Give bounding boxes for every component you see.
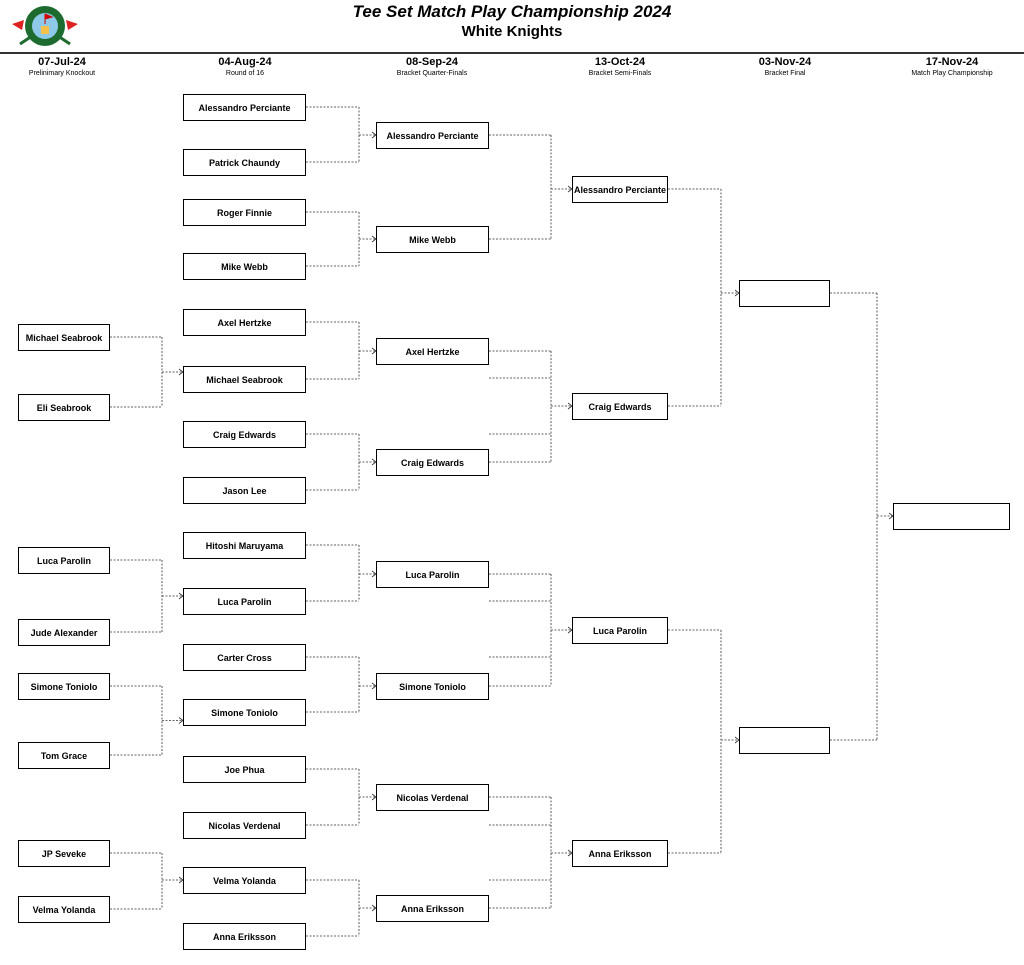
round-name: Bracket Final — [764, 70, 806, 77]
prelim-player-slot: Luca Parolin — [18, 547, 110, 574]
qf-player-slot: Craig Edwards — [376, 449, 489, 476]
round-date: 08-Sep-24 — [406, 56, 458, 68]
sf-player-slot: Luca Parolin — [572, 617, 668, 644]
r16-player-slot: Velma Yolanda — [183, 867, 306, 894]
round-name: Prelinimary Knockout — [28, 70, 96, 77]
round-date: 04-Aug-24 — [218, 56, 272, 68]
r16-player-slot: Luca Parolin — [183, 588, 306, 615]
round-date: 03-Nov-24 — [758, 56, 812, 68]
champion-player-slot — [893, 503, 1010, 530]
prelim-player-slot: Jude Alexander — [18, 619, 110, 646]
page-title: Tee Set Match Play Championship 2024 — [352, 2, 672, 21]
sf-player-slot: Alessandro Perciante — [572, 176, 668, 203]
r16-player-slot: Joe Phua — [183, 756, 306, 783]
r16-player-slot: Michael Seabrook — [183, 366, 306, 393]
r16-player-slot: Craig Edwards — [183, 421, 306, 448]
r16-player-slot: Axel Hertzke — [183, 309, 306, 336]
r16-player-slot: Alessandro Perciante — [183, 94, 306, 121]
prelim-player-slot: Velma Yolanda — [18, 896, 110, 923]
final-player-slot — [739, 727, 830, 754]
qf-player-slot: Anna Eriksson — [376, 895, 489, 922]
prelim-player-slot: Tom Grace — [18, 742, 110, 769]
prelim-player-slot: JP Seveke — [18, 840, 110, 867]
qf-player-slot: Simone Toniolo — [376, 673, 489, 700]
r16-player-slot: Hitoshi Maruyama — [183, 532, 306, 559]
round-name: Round of 16 — [225, 70, 265, 77]
sf-player-slot: Anna Eriksson — [572, 840, 668, 867]
r16-player-slot: Carter Cross — [183, 644, 306, 671]
r16-player-slot: Jason Lee — [183, 477, 306, 504]
round-date: 17-Nov-24 — [925, 56, 979, 68]
page-subtitle: White Knights — [461, 23, 563, 40]
r16-player-slot: Anna Eriksson — [183, 923, 306, 950]
qf-player-slot: Axel Hertzke — [376, 338, 489, 365]
r16-player-slot: Simone Toniolo — [183, 699, 306, 726]
sf-player-slot: Craig Edwards — [572, 393, 668, 420]
round-name: Bracket Semi-Finals — [588, 70, 652, 77]
prelim-player-slot: Eli Seabrook — [18, 394, 110, 421]
prelim-player-slot: Simone Toniolo — [18, 673, 110, 700]
r16-player-slot: Patrick Chaundy — [183, 149, 306, 176]
club-logo — [12, 6, 78, 46]
round-date: 07-Jul-24 — [38, 56, 86, 68]
round-name: Bracket Quarter-Finals — [396, 70, 468, 77]
qf-player-slot: Nicolas Verdenal — [376, 784, 489, 811]
round-date: 13-Oct-24 — [594, 56, 646, 68]
qf-player-slot: Mike Webb — [376, 226, 489, 253]
final-player-slot — [739, 280, 830, 307]
prelim-player-slot: Michael Seabrook — [18, 324, 110, 351]
r16-player-slot: Mike Webb — [183, 253, 306, 280]
header-divider — [0, 52, 1024, 54]
qf-player-slot: Luca Parolin — [376, 561, 489, 588]
r16-player-slot: Nicolas Verdenal — [183, 812, 306, 839]
r16-player-slot: Roger Finnie — [183, 199, 306, 226]
qf-player-slot: Alessandro Perciante — [376, 122, 489, 149]
round-name: Match Play Championship — [911, 70, 993, 77]
